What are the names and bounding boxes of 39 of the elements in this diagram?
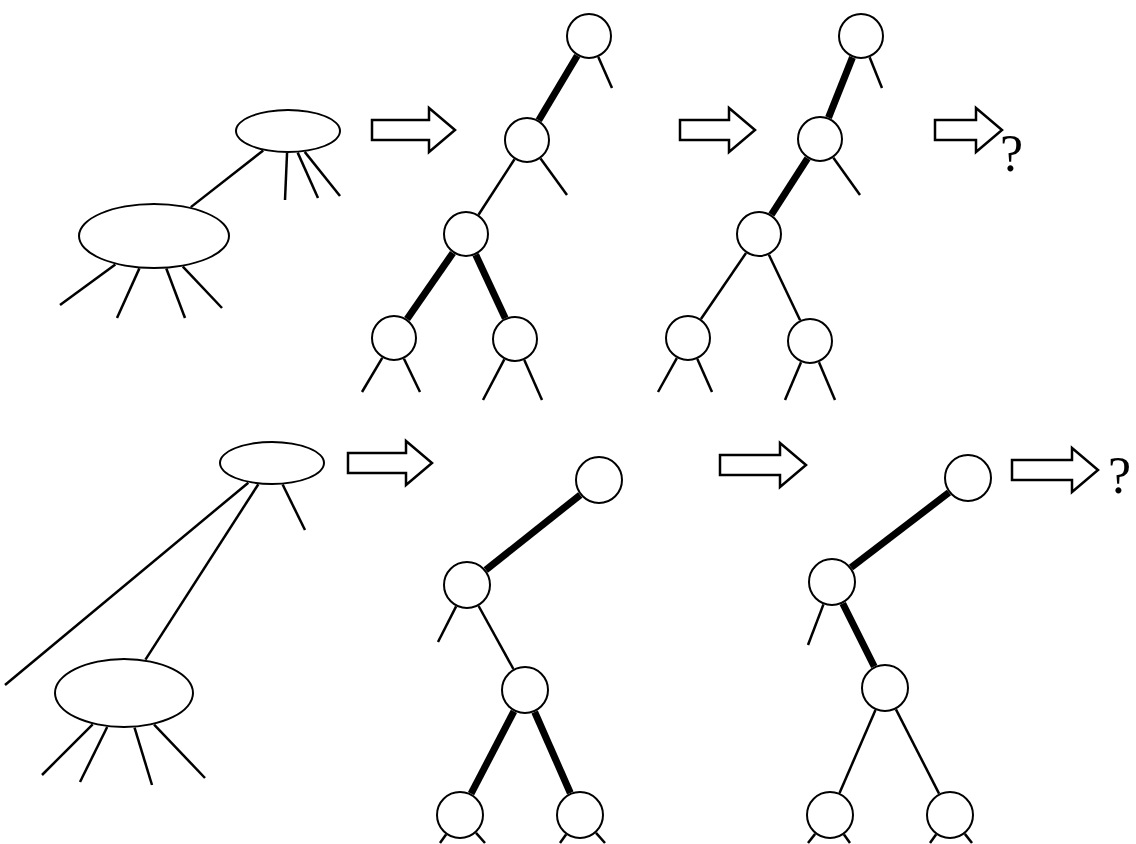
question-mark: ?	[1108, 450, 1132, 502]
tree-node-circle	[926, 791, 974, 839]
tree-node-circle	[861, 664, 909, 712]
tree-node-circle	[575, 456, 623, 504]
double-link-line	[472, 253, 509, 320]
question-mark: ?	[1000, 128, 1024, 180]
double-link-line	[467, 709, 518, 796]
tree-node-circle	[501, 666, 549, 714]
link-line	[838, 709, 877, 794]
double-link-line	[839, 601, 878, 669]
tree-node-circle	[443, 211, 489, 257]
link-line	[699, 252, 748, 320]
tree-node-circle	[492, 316, 538, 362]
tree-node-circle	[556, 791, 604, 839]
tree-node-circle	[566, 13, 612, 59]
link-line	[894, 708, 941, 795]
double-link-line	[768, 156, 811, 217]
tree-node-circle	[371, 315, 417, 361]
tree-node-circle	[665, 315, 711, 361]
double-link-line	[483, 492, 583, 573]
tree-node-circle	[838, 13, 884, 59]
tree-node-circle	[787, 318, 833, 364]
link-line	[144, 483, 260, 661]
double-link-line	[531, 710, 574, 795]
tree-node-circle	[797, 116, 843, 162]
link-line	[477, 605, 515, 670]
link-line	[767, 254, 802, 321]
tree-node-circle	[806, 791, 854, 839]
double-link-line	[535, 53, 581, 123]
double-link-line	[848, 489, 952, 571]
tree-node-circle	[436, 791, 484, 839]
tree-node-circle	[944, 454, 992, 502]
tree-node-circle	[443, 561, 491, 609]
tree-node-circle	[808, 558, 856, 606]
double-link-line	[825, 56, 856, 119]
tree-node-circle	[504, 117, 550, 163]
link-line	[477, 158, 516, 216]
double-link-line	[404, 250, 456, 322]
tree-node-circle	[736, 211, 782, 257]
